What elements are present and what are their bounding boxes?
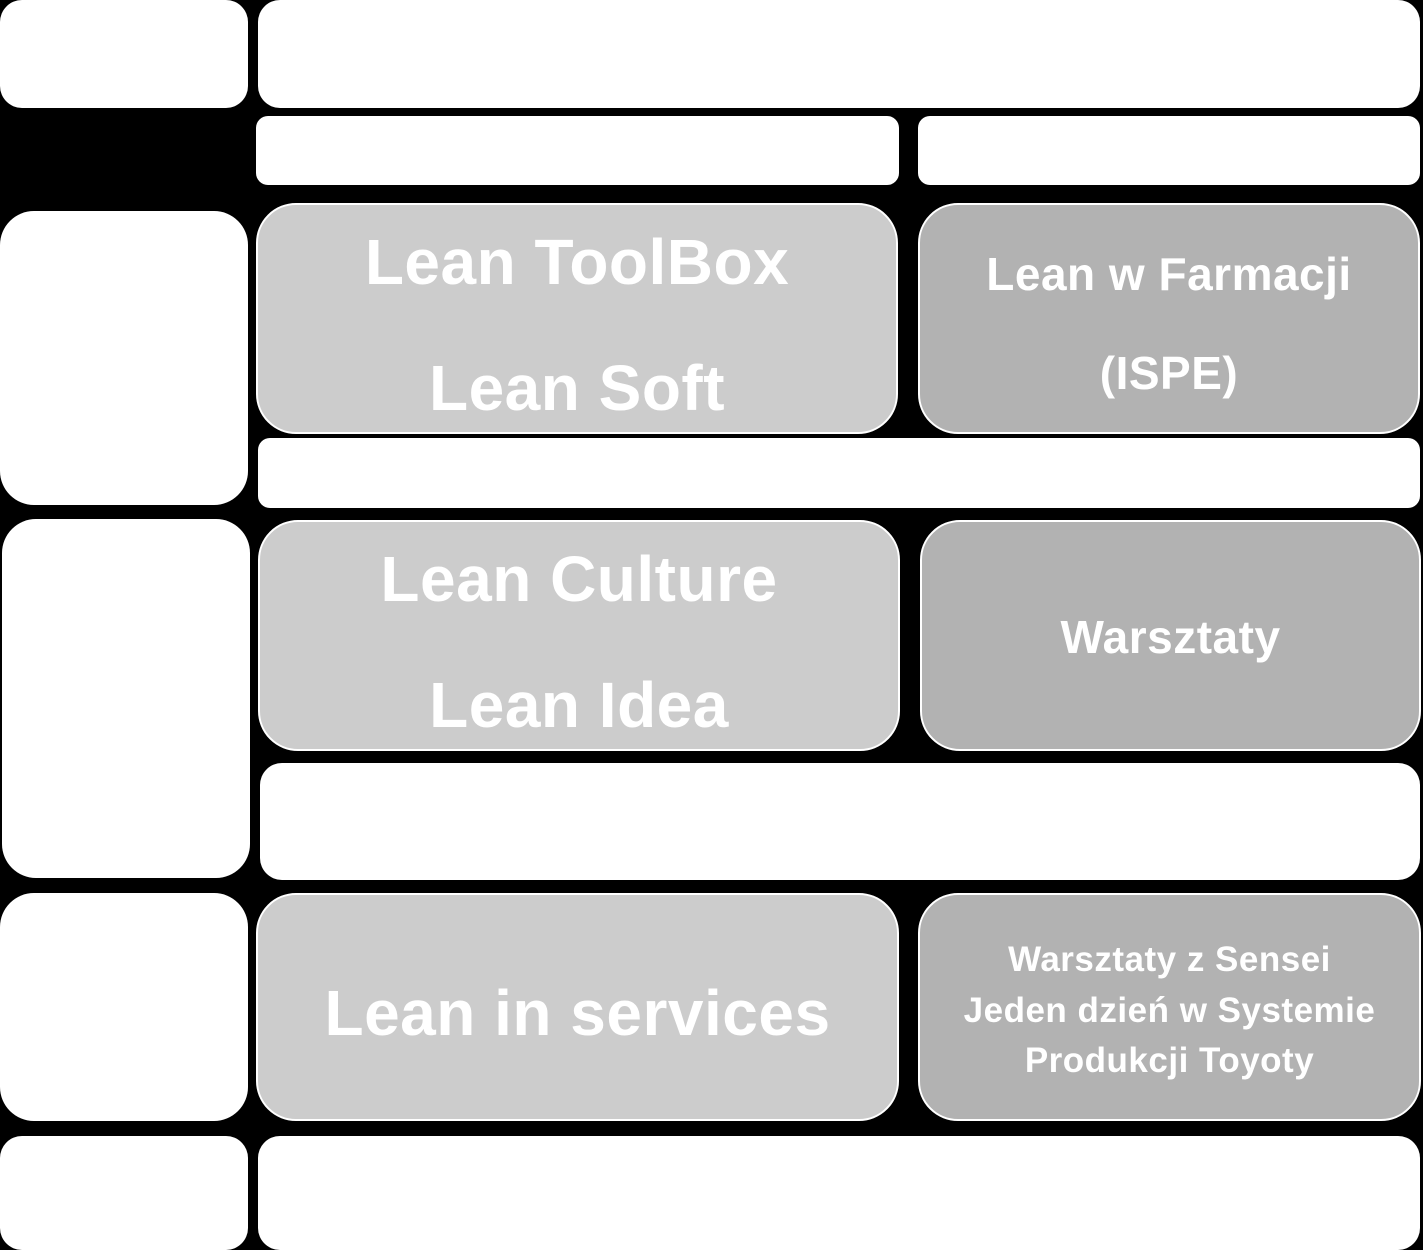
- tile-sensei-workshops: Warsztaty z Sensei Jeden dzień w Systemi…: [918, 893, 1421, 1121]
- tile-lean-culture-line-1: Lean Culture: [380, 543, 778, 615]
- tile-lean-toolbox-line-1: Lean ToolBox: [364, 226, 790, 298]
- footer-panel: [258, 1136, 1420, 1250]
- tile-workshops-label: Warsztaty: [1060, 611, 1281, 663]
- tile-sensei-line-2: Jeden dzień w Systemie: [963, 991, 1376, 1030]
- left-panel-bottom: [0, 1136, 248, 1250]
- tile-lean-pharma-line-2: (ISPE): [1099, 347, 1239, 399]
- tile-lean-pharma-line-1: Lean w Farmacji: [986, 248, 1352, 300]
- tile-lean-pharma: Lean w Farmacji (ISPE): [918, 203, 1420, 434]
- left-panel-row-1: [0, 211, 248, 505]
- left-panel-row-2: [2, 519, 250, 878]
- spacer-panel-2: [260, 763, 1420, 880]
- tile-lean-toolbox: Lean ToolBox Lean Soft: [256, 203, 898, 434]
- tile-lean-toolbox-line-2: Lean Soft: [428, 352, 726, 424]
- spacer-panel-1: [258, 438, 1420, 508]
- tile-sensei-line-3: Produkcji Toyoty: [1024, 1041, 1315, 1080]
- tile-lean-culture: Lean Culture Lean Idea: [258, 520, 900, 751]
- header-panel: [258, 0, 1420, 108]
- tile-lean-culture-line-2: Lean Idea: [429, 669, 729, 741]
- left-panel-row-3: [0, 893, 248, 1121]
- tile-lean-services-label: Lean in services: [324, 977, 831, 1049]
- tile-workshops: Warsztaty: [920, 520, 1421, 751]
- subheader-panel-right: [918, 116, 1420, 185]
- tile-lean-services: Lean in services: [256, 893, 899, 1121]
- tile-sensei-line-1: Warsztaty z Sensei: [1008, 940, 1331, 979]
- subheader-panel-left: [256, 116, 899, 185]
- left-panel-top: [0, 0, 248, 108]
